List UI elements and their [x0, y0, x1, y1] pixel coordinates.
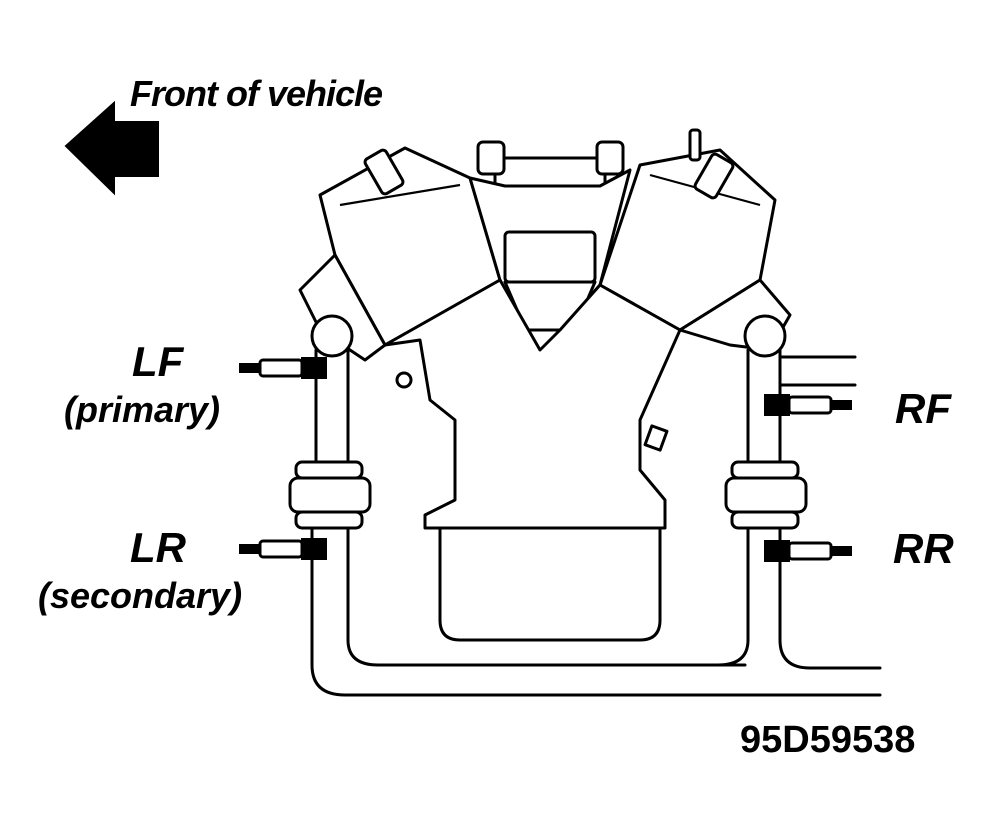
right-exhaust-pipe — [716, 314, 882, 670]
rf-sensor-icon — [764, 394, 852, 416]
lr-sensor-role: (secondary) — [38, 575, 242, 616]
lf-sensor-icon — [239, 357, 327, 379]
figure-code: 95D59538 — [740, 719, 915, 761]
engine-block — [298, 128, 792, 642]
rf-sensor-label: RF — [895, 385, 952, 432]
lr-sensor-icon — [239, 538, 327, 560]
rr-sensor-label: RR — [893, 525, 954, 572]
left-arrow-icon — [64, 100, 159, 196]
rr-sensor-icon — [764, 540, 852, 562]
lf-sensor-label: LF — [132, 338, 185, 385]
lr-sensor-label: LR — [130, 524, 187, 571]
lf-sensor-role: (primary) — [64, 389, 220, 430]
direction-label: Front of vehicle — [130, 73, 383, 114]
